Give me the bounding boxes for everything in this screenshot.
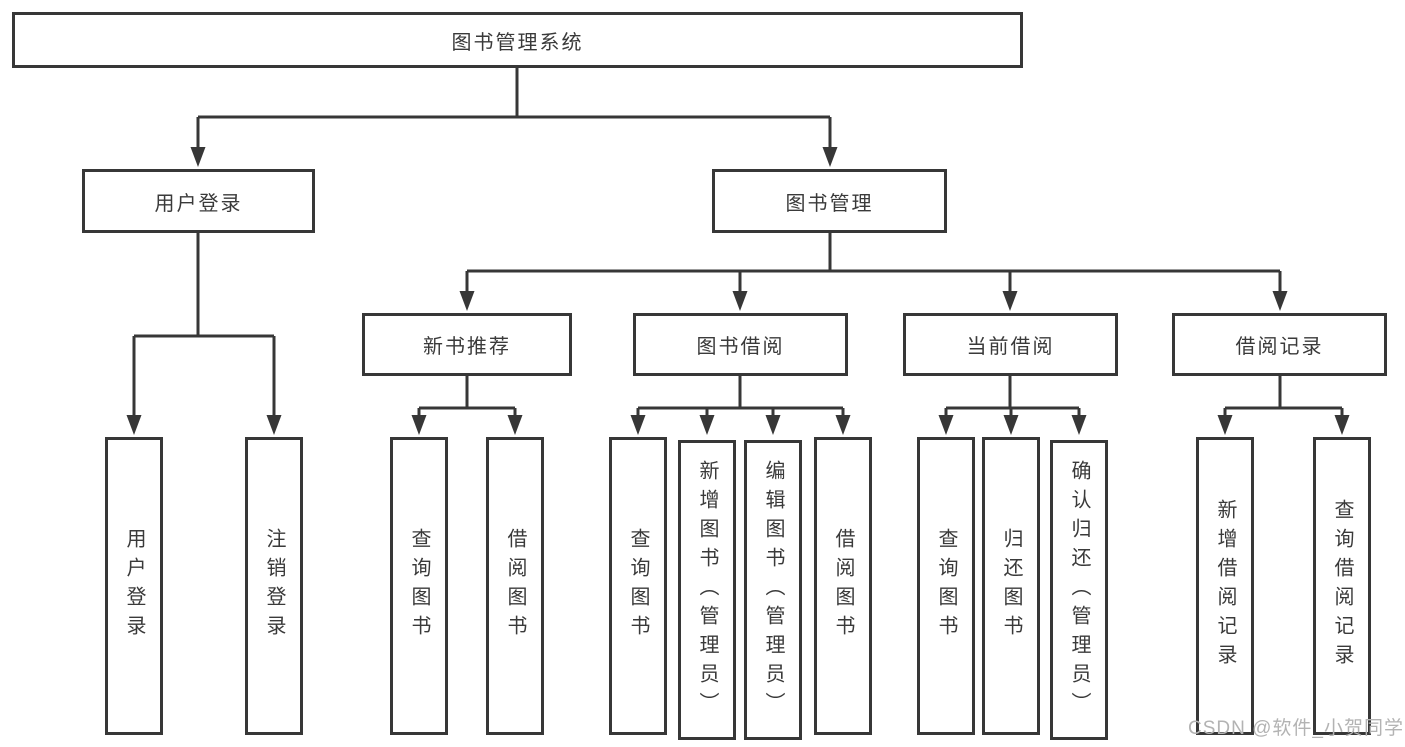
arrowheads	[126, 147, 1350, 435]
node-label: 编辑图书（管理员）	[762, 459, 784, 721]
node-label: 查询图书	[408, 528, 430, 644]
node-label: 查询图书	[627, 528, 649, 644]
node-label: 新增图书（管理员）	[696, 459, 718, 721]
node-leaf-return-books: 归还图书	[982, 437, 1040, 735]
node-leaf-query-books-2: 查询图书	[609, 437, 667, 735]
node-user-login: 用户登录	[82, 169, 315, 233]
node-leaf-edit-book-admin: 编辑图书（管理员）	[744, 440, 802, 740]
node-label: 注销登录	[263, 528, 285, 644]
node-leaf-query-borrow-record: 查询借阅记录	[1313, 437, 1371, 735]
node-new-book-recommend: 新书推荐	[362, 313, 572, 376]
node-label: 图书管理系统	[451, 31, 584, 54]
node-book-borrowing: 图书借阅	[633, 313, 848, 376]
node-leaf-add-borrow-record: 新增借阅记录	[1196, 437, 1254, 735]
node-label: 借阅图书	[832, 528, 854, 644]
node-label: 用户登录	[154, 192, 243, 215]
node-leaf-query-books-3: 查询图书	[917, 437, 975, 735]
node-label: 新增借阅记录	[1214, 499, 1236, 673]
node-label: 确认归还（管理员）	[1068, 459, 1090, 721]
node-label: 图书管理	[785, 192, 874, 215]
csdn-watermark: CSDN @软件_小贺同学	[1188, 718, 1404, 739]
node-label: 借阅图书	[504, 528, 526, 644]
node-label: 归还图书	[1000, 528, 1022, 644]
node-label: 用户登录	[123, 528, 145, 644]
node-current-borrowing: 当前借阅	[903, 313, 1118, 376]
node-label: 新书推荐	[423, 336, 511, 358]
node-leaf-borrow-books-1: 借阅图书	[486, 437, 544, 735]
node-leaf-confirm-return-admin: 确认归还（管理员）	[1050, 440, 1108, 740]
node-label: 借阅记录	[1235, 336, 1324, 358]
node-label: 当前借阅	[966, 336, 1055, 358]
node-root: 图书管理系统	[12, 12, 1023, 68]
node-label: 图书借阅	[696, 336, 785, 358]
node-leaf-user-login: 用户登录	[105, 437, 163, 735]
node-leaf-query-books-1: 查询图书	[390, 437, 448, 735]
node-book-management: 图书管理	[712, 169, 947, 233]
node-label: 查询借阅记录	[1331, 499, 1353, 673]
node-leaf-add-book-admin: 新增图书（管理员）	[678, 440, 736, 740]
node-label: 查询图书	[935, 528, 957, 644]
node-leaf-borrow-books-2: 借阅图书	[814, 437, 872, 735]
node-borrowing-records: 借阅记录	[1172, 313, 1387, 376]
node-leaf-logout: 注销登录	[245, 437, 303, 735]
